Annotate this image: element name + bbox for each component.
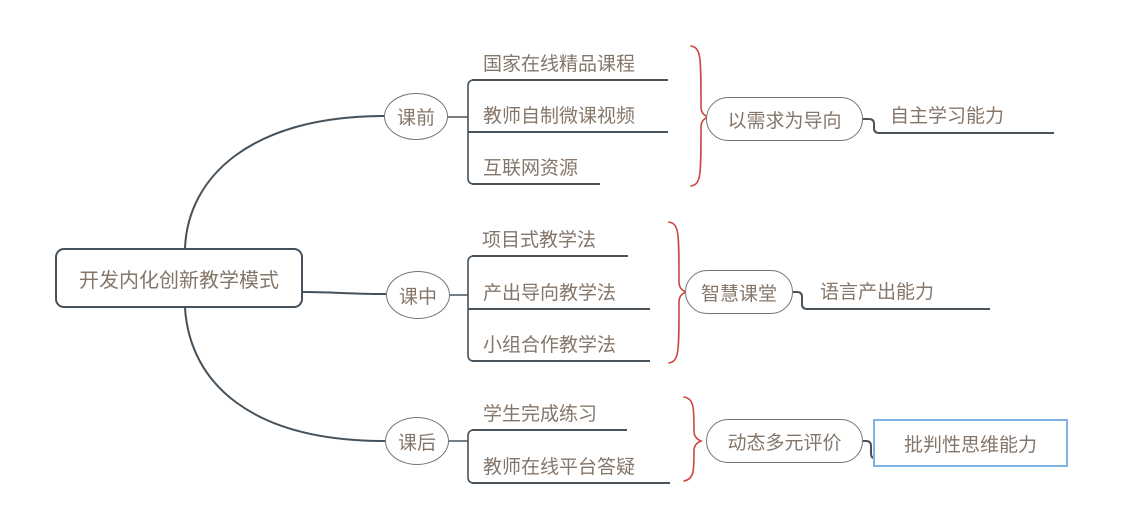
subtopic-spine-2 xyxy=(449,429,475,484)
branch-curve-before-class xyxy=(184,115,385,249)
root-topic[interactable]: 开发内化创新教学模式 xyxy=(55,248,303,308)
branch-topic-before-class[interactable]: 课前 xyxy=(384,93,448,140)
branch-line-during-class xyxy=(302,291,387,295)
subtopic[interactable]: 教师在线平台答疑 xyxy=(483,457,636,478)
subtopic[interactable]: 互联网资源 xyxy=(483,158,579,179)
outcome-topic-language-output[interactable]: 语言产出能力 xyxy=(820,282,935,303)
subtopic[interactable]: 教师自制微课视频 xyxy=(483,106,636,127)
subtopic[interactable]: 国家在线精品课程 xyxy=(483,54,636,75)
outcome-elbow-2 xyxy=(863,440,875,459)
subtopic[interactable]: 学生完成练习 xyxy=(483,404,598,425)
outcome-elbow-0 xyxy=(863,118,1054,134)
subtopic[interactable]: 小组合作教学法 xyxy=(483,335,617,356)
outcome-topic-self-learning[interactable]: 自主学习能力 xyxy=(890,106,1005,127)
subtopic[interactable]: 项目式教学法 xyxy=(482,230,597,251)
branch-topic-after-class[interactable]: 课后 xyxy=(385,417,449,465)
outcome-elbow-1 xyxy=(793,291,990,310)
branch-topic-during-class[interactable]: 课中 xyxy=(386,271,450,319)
subtopic[interactable]: 产出导向教学法 xyxy=(483,283,617,304)
summary-brace-1 xyxy=(668,221,689,364)
summary-brace-2 xyxy=(683,396,704,482)
summary-topic-dynamic-evaluation[interactable]: 动态多元评价 xyxy=(706,419,863,463)
branch-curve-after-class xyxy=(184,307,386,442)
summary-topic-demand-oriented[interactable]: 以需求为导向 xyxy=(706,97,863,141)
summary-topic-smart-classroom[interactable]: 智慧课堂 xyxy=(685,270,793,314)
outcome-topic-critical-thinking-selected[interactable]: 批判性思维能力 xyxy=(873,419,1068,467)
